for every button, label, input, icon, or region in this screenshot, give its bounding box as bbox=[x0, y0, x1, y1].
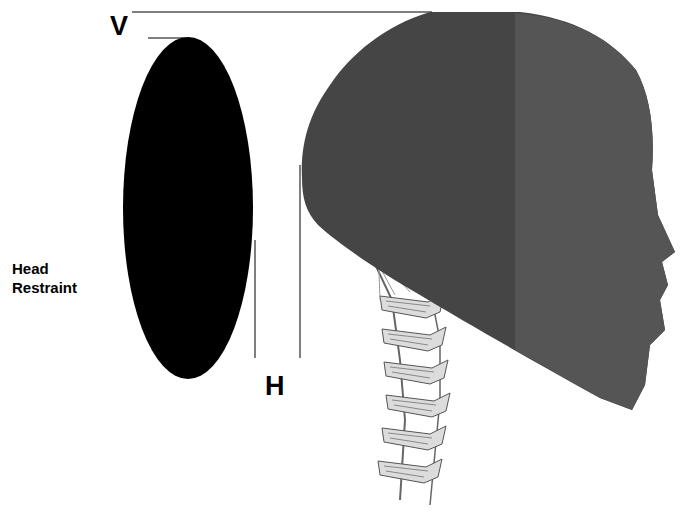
vertebra-detail bbox=[388, 433, 432, 444]
face-shade bbox=[515, 13, 675, 410]
dimension-line bbox=[255, 240, 256, 358]
head bbox=[302, 12, 675, 410]
vertebra-detail bbox=[384, 466, 428, 477]
vertebra bbox=[384, 360, 448, 384]
vertebra bbox=[382, 426, 446, 450]
vertebra-detail bbox=[392, 400, 436, 411]
vertebra-detail bbox=[390, 367, 434, 378]
part-label: Head Restraint bbox=[12, 260, 92, 298]
vertebra bbox=[386, 393, 450, 417]
vertebra-detail bbox=[388, 334, 432, 345]
head-restraint bbox=[123, 37, 253, 379]
vertebra bbox=[378, 459, 442, 483]
vertebra-detail bbox=[386, 301, 430, 312]
dimension-line bbox=[132, 12, 432, 13]
vertebra bbox=[382, 327, 446, 351]
dimension-line bbox=[300, 165, 301, 358]
dimension-letter: H bbox=[265, 370, 285, 404]
dimension-letter: V bbox=[110, 10, 128, 44]
